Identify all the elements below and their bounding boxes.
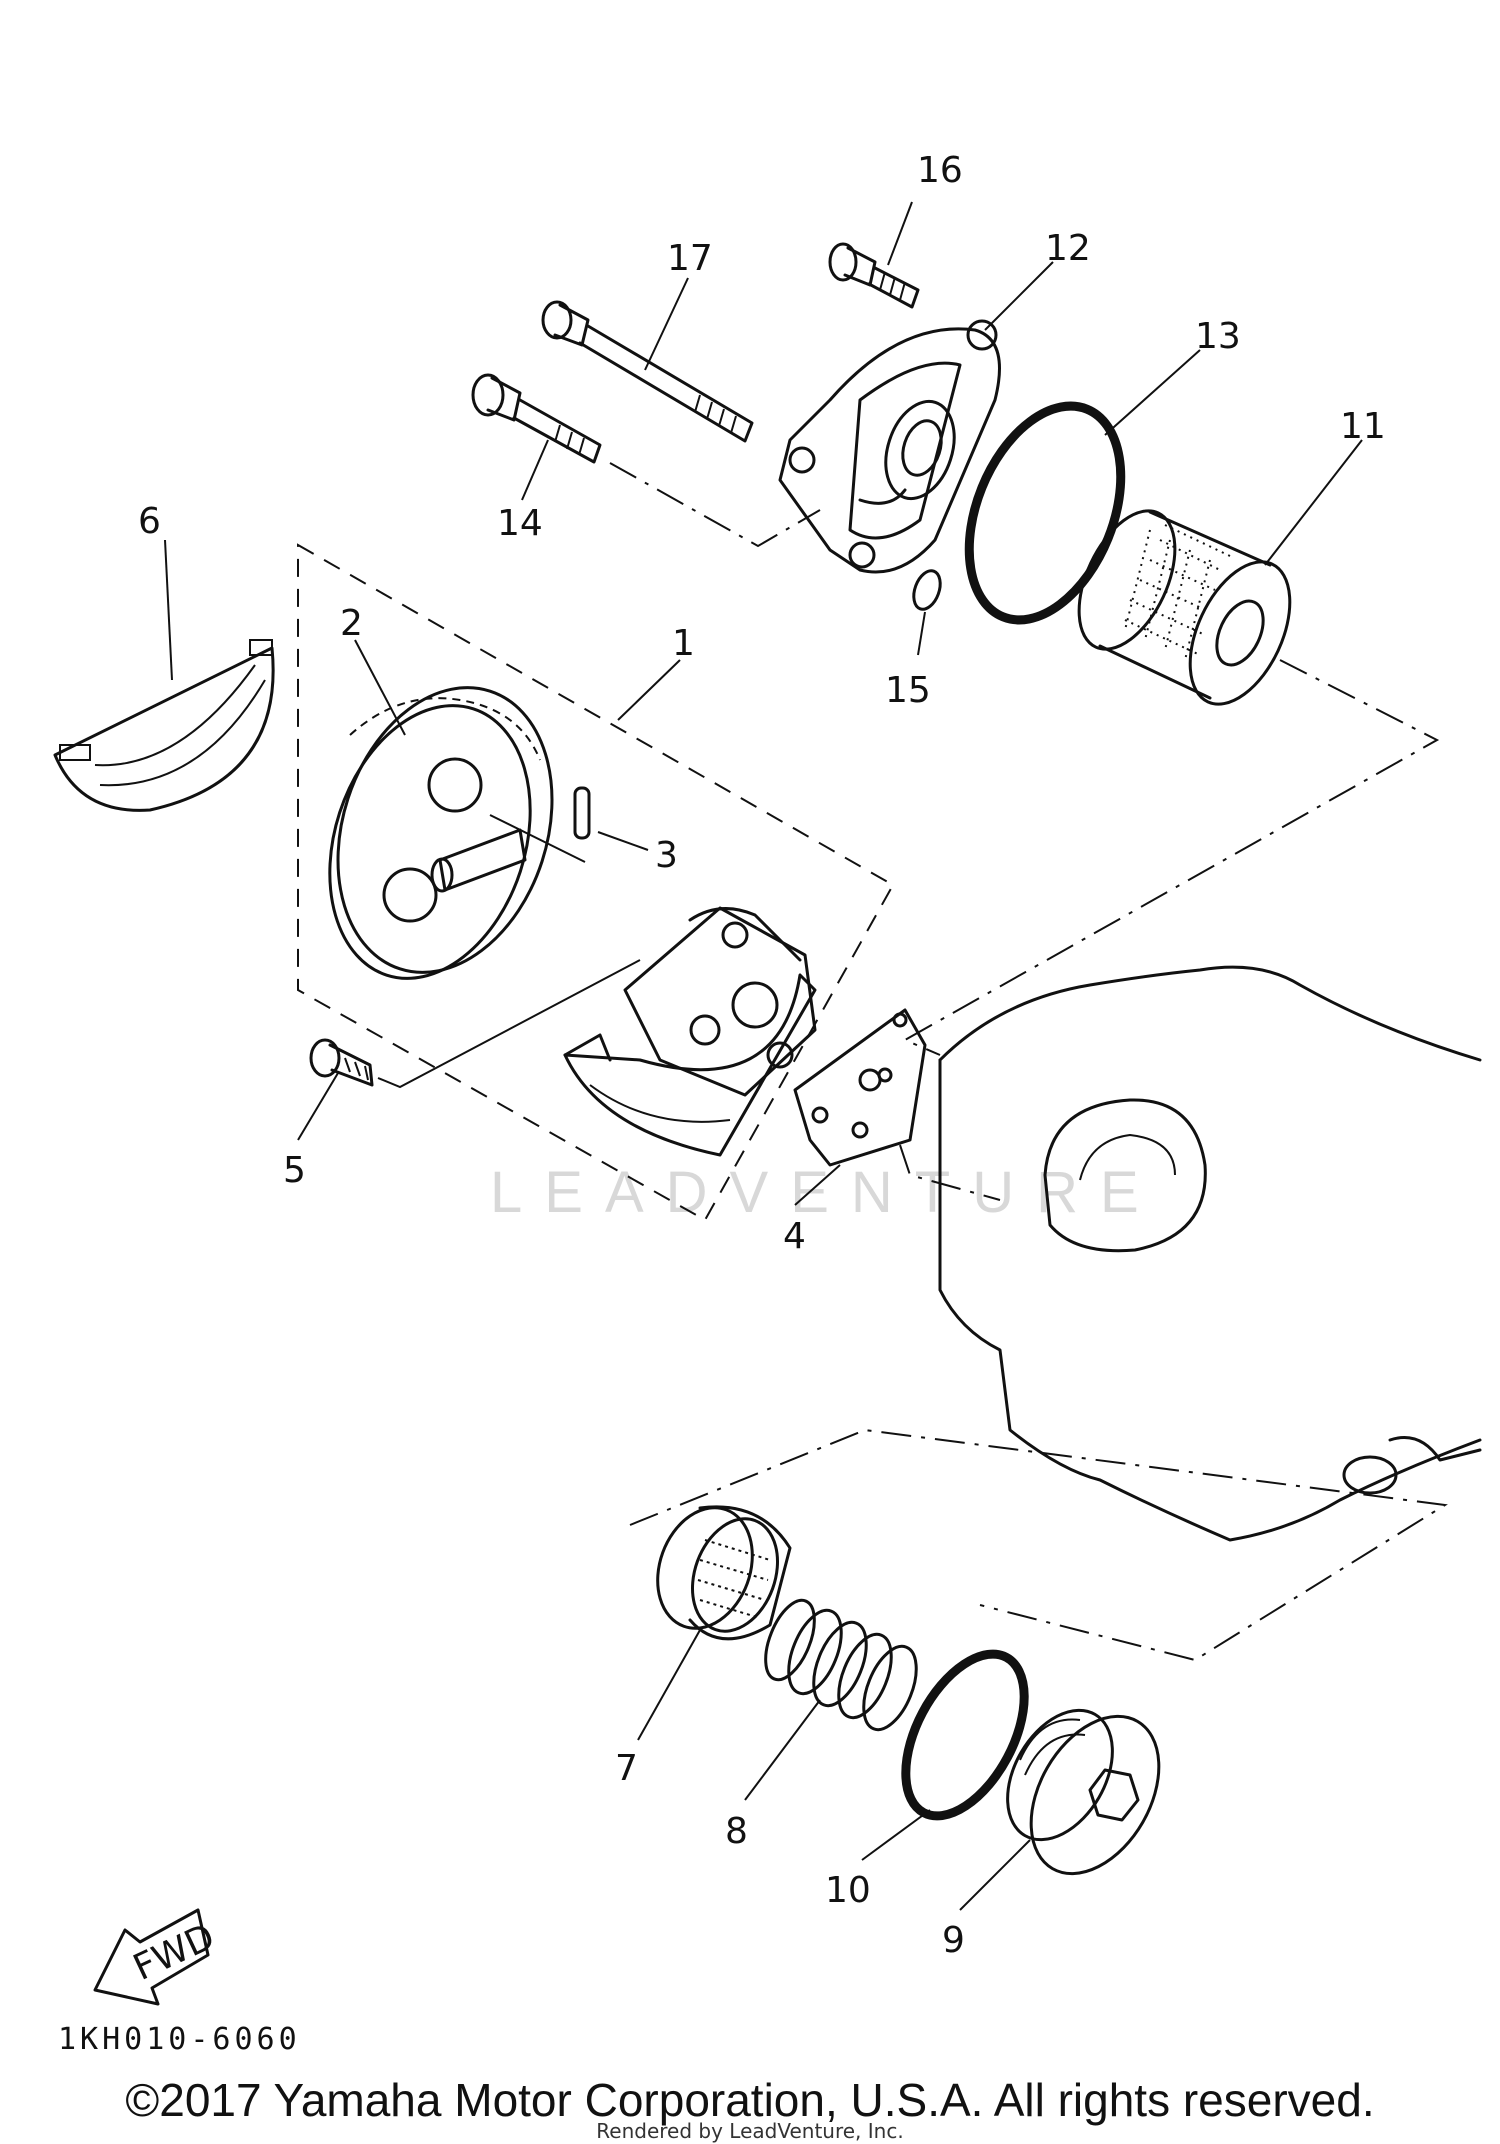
callout-15: 15 xyxy=(885,670,931,711)
copyright-text: ©2017 Yamaha Motor Corporation, U.S.A. A… xyxy=(125,2074,1375,2126)
lower-assembly-line xyxy=(629,1428,1448,1662)
case-to-gasket-line xyxy=(899,1144,1001,1201)
part-8-spring xyxy=(764,1598,918,1732)
leader-lines xyxy=(164,201,1363,1911)
callout-2: 2 xyxy=(340,603,363,644)
callout-10: 10 xyxy=(825,1870,871,1911)
callout-14: 14 xyxy=(497,503,543,544)
part-3-pin xyxy=(573,786,649,851)
part-1-pump-body xyxy=(563,906,817,1157)
callout-5: 5 xyxy=(283,1150,306,1191)
fwd-label: FWD xyxy=(127,1916,220,1989)
part-15-o-ring xyxy=(912,569,942,611)
part-5-screw xyxy=(309,959,641,1089)
rendered-by-text: Rendered by LeadVenture, Inc. xyxy=(596,2119,904,2143)
crankcase-outline xyxy=(938,965,1482,1542)
part-14-bolt xyxy=(471,373,821,548)
part-12-filter-cover xyxy=(778,319,1001,574)
callout-13: 13 xyxy=(1195,316,1241,357)
callout-9: 9 xyxy=(942,1920,965,1961)
callout-6: 6 xyxy=(138,501,161,542)
callout-1: 1 xyxy=(672,623,695,664)
callout-4: 4 xyxy=(783,1216,806,1257)
callout-16: 16 xyxy=(917,150,963,191)
part-7-strainer xyxy=(656,1505,792,1641)
diagram-code: 1KH010-6060 xyxy=(58,2022,301,2057)
part-17-long-bolt xyxy=(541,300,754,443)
callout-17: 17 xyxy=(667,238,713,279)
part-6-cover xyxy=(53,639,275,812)
callout-11: 11 xyxy=(1340,406,1386,447)
fwd-arrow: FWD xyxy=(93,1908,221,2006)
filter-to-case-line xyxy=(902,659,1440,1056)
part-9-drain-plug xyxy=(1006,1708,1161,1876)
part-13-o-ring xyxy=(964,401,1126,625)
part-11-oil-filter xyxy=(1077,509,1292,706)
assembly-1-boundary xyxy=(297,543,895,1222)
callout-3: 3 xyxy=(655,835,678,876)
part-10-o-ring xyxy=(901,1649,1029,1821)
part-2-gear xyxy=(328,686,586,980)
watermark-text: LEADVENTURE xyxy=(490,1160,1161,1225)
part-16-bolt xyxy=(828,242,920,309)
callout-12: 12 xyxy=(1045,228,1091,269)
callout-8: 8 xyxy=(725,1811,748,1852)
callout-7: 7 xyxy=(615,1748,638,1789)
part-4-gasket xyxy=(793,1008,927,1167)
